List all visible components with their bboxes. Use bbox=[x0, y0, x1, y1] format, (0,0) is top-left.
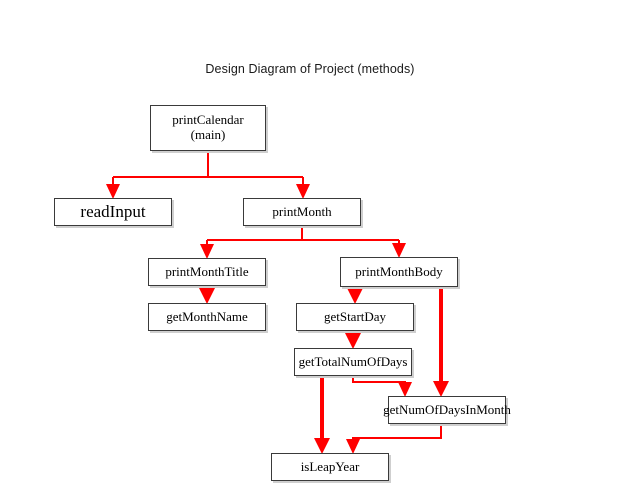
node-readinput[interactable]: readInput bbox=[54, 198, 172, 226]
edge-printmonth-fork bbox=[200, 226, 406, 259]
node-isleapyear-label: isLeapYear bbox=[300, 458, 360, 474]
node-getnumofdaysinmonth[interactable]: getNumOfDaysInMonth bbox=[383, 396, 511, 424]
edge-printmonthbody-getstartday bbox=[347, 287, 363, 304]
node-getstartday[interactable]: getStartDay bbox=[296, 303, 414, 331]
node-isleapyear[interactable]: isLeapYear bbox=[271, 453, 389, 481]
node-printcalendar[interactable]: printCalendar (main) bbox=[150, 105, 266, 151]
node-printmonthbody-label: printMonthBody bbox=[355, 263, 443, 279]
edge-gettotalnumofdays-isleapyear bbox=[314, 376, 330, 454]
node-getmonthname-label: getMonthName bbox=[166, 308, 248, 324]
edge-getnumofdaysinmonth-isleapyear bbox=[346, 424, 442, 454]
node-printmonth[interactable]: printMonth bbox=[243, 198, 361, 226]
node-getnumofdaysinmonth-label: getNumOfDaysInMonth bbox=[383, 401, 511, 417]
page-title: Design Diagram of Project (methods) bbox=[205, 62, 415, 76]
node-printmonth-label: printMonth bbox=[272, 203, 332, 219]
node-getstartday-label: getStartDay bbox=[323, 308, 387, 324]
node-gettotalnumofdays[interactable]: getTotalNumOfDays bbox=[294, 348, 412, 376]
node-printmonthtitle-label: printMonthTitle bbox=[165, 263, 249, 279]
node-printcalendar-sublabel: (main) bbox=[190, 127, 226, 142]
node-getmonthname[interactable]: getMonthName bbox=[148, 303, 266, 331]
edge-printcalendar-fork bbox=[106, 151, 310, 199]
node-printcalendar-label: printCalendar bbox=[172, 112, 244, 128]
node-printmonthbody[interactable]: printMonthBody bbox=[340, 257, 458, 287]
edge-printmonthbody-getnumofdaysinmonth bbox=[433, 287, 449, 397]
node-readinput-label: readInput bbox=[80, 202, 146, 222]
node-gettotalnumofdays-label: getTotalNumOfDays bbox=[298, 353, 408, 369]
edge-gettotalnumofdays-getnumofdaysinmonth bbox=[352, 376, 412, 397]
edge-printmonthtitle-getmonthname bbox=[199, 286, 215, 304]
edge-getstartday-gettotalnumofdays bbox=[345, 331, 361, 349]
node-printmonthtitle[interactable]: printMonthTitle bbox=[148, 258, 266, 286]
